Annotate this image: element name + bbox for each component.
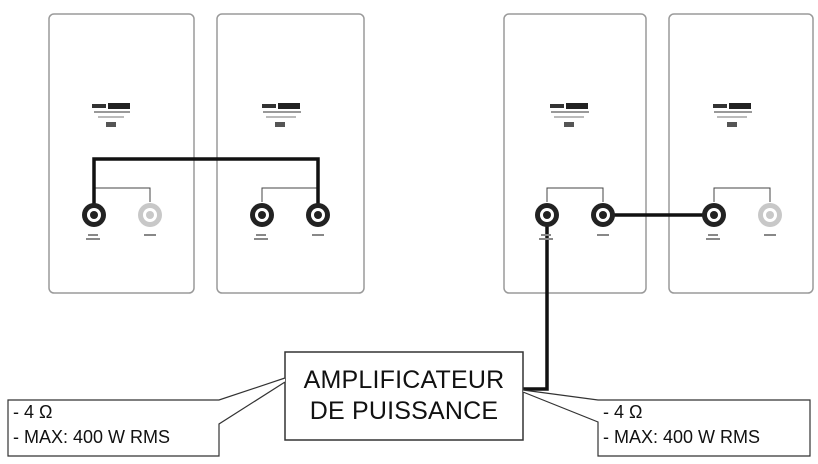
cabinet-3-label-plate — [550, 103, 589, 127]
amplifier-box — [284, 351, 524, 441]
terminal-c3-right — [591, 203, 615, 227]
wires — [92, 157, 714, 391]
terminal-c2-left — [250, 203, 274, 227]
wire-amplifier-to-cabinet3 — [523, 215, 549, 391]
left-max-power: - MAX: 400 W RMS — [13, 427, 171, 447]
right-impedance: - 4 Ω — [603, 402, 643, 422]
terminal-c1-left — [82, 203, 106, 227]
wire-cabinet1-to-cabinet2 — [92, 157, 320, 215]
speaker-cabinet-4 — [668, 13, 814, 294]
terminal-c1-right — [138, 203, 162, 227]
terminal-marks — [86, 234, 776, 240]
cabinet-2-label-plate — [262, 103, 301, 127]
speaker-cabinet-2 — [216, 13, 365, 294]
terminal-c4-right — [758, 203, 782, 227]
cabinet-1-label-plate — [92, 103, 130, 127]
left-impedance: - 4 Ω — [13, 402, 53, 422]
cabinet-4-label-plate — [713, 103, 752, 127]
terminal-c3-left — [535, 203, 559, 227]
amplifier-label: AMPLIFICATEUR DE PUISSANCE — [285, 352, 523, 440]
left-callout — [7, 377, 286, 457]
right-spec-text: - 4 Ω - MAX: 400 W RMS — [603, 400, 760, 450]
terminal-c2-right — [306, 203, 330, 227]
right-callout — [522, 389, 811, 457]
left-spec-text: - 4 Ω - MAX: 400 W RMS — [13, 400, 170, 450]
speaker-cabinet-3 — [503, 13, 647, 294]
terminal-c4-left — [702, 203, 726, 227]
speaker-cabinet-1 — [48, 13, 195, 294]
right-max-power: - MAX: 400 W RMS — [603, 427, 761, 447]
amplifier-label-line2: DE PUISSANCE — [309, 397, 499, 425]
amplifier-label-line1: AMPLIFICATEUR — [303, 366, 505, 394]
